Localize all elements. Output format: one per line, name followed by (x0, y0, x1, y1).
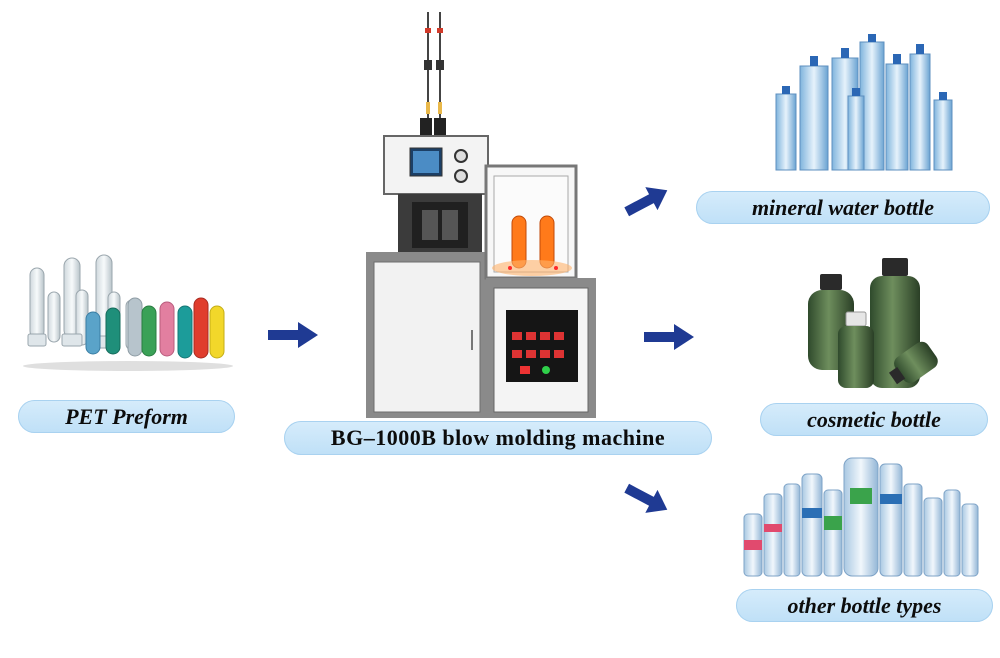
other-bottle-types-image (740, 454, 980, 578)
right-arrow-icon (268, 320, 318, 350)
mineral-water-bottle-label: mineral water bottle (696, 191, 990, 224)
up-right-arrow-icon (622, 182, 672, 220)
right-arrow-icon (644, 322, 694, 352)
down-right-arrow-icon (622, 480, 672, 518)
cosmetic-bottle-label: cosmetic bottle (760, 403, 988, 436)
other-bottle-types-label: other bottle types (736, 589, 993, 622)
blow-molding-machine-image (360, 10, 600, 422)
preform-image (18, 250, 240, 375)
cosmetic-bottle-image (798, 256, 948, 396)
preform-label: PET Preform (18, 400, 235, 433)
mineral-water-bottle-image (760, 34, 960, 176)
machine-label: BG–1000B blow molding machine (284, 421, 712, 455)
